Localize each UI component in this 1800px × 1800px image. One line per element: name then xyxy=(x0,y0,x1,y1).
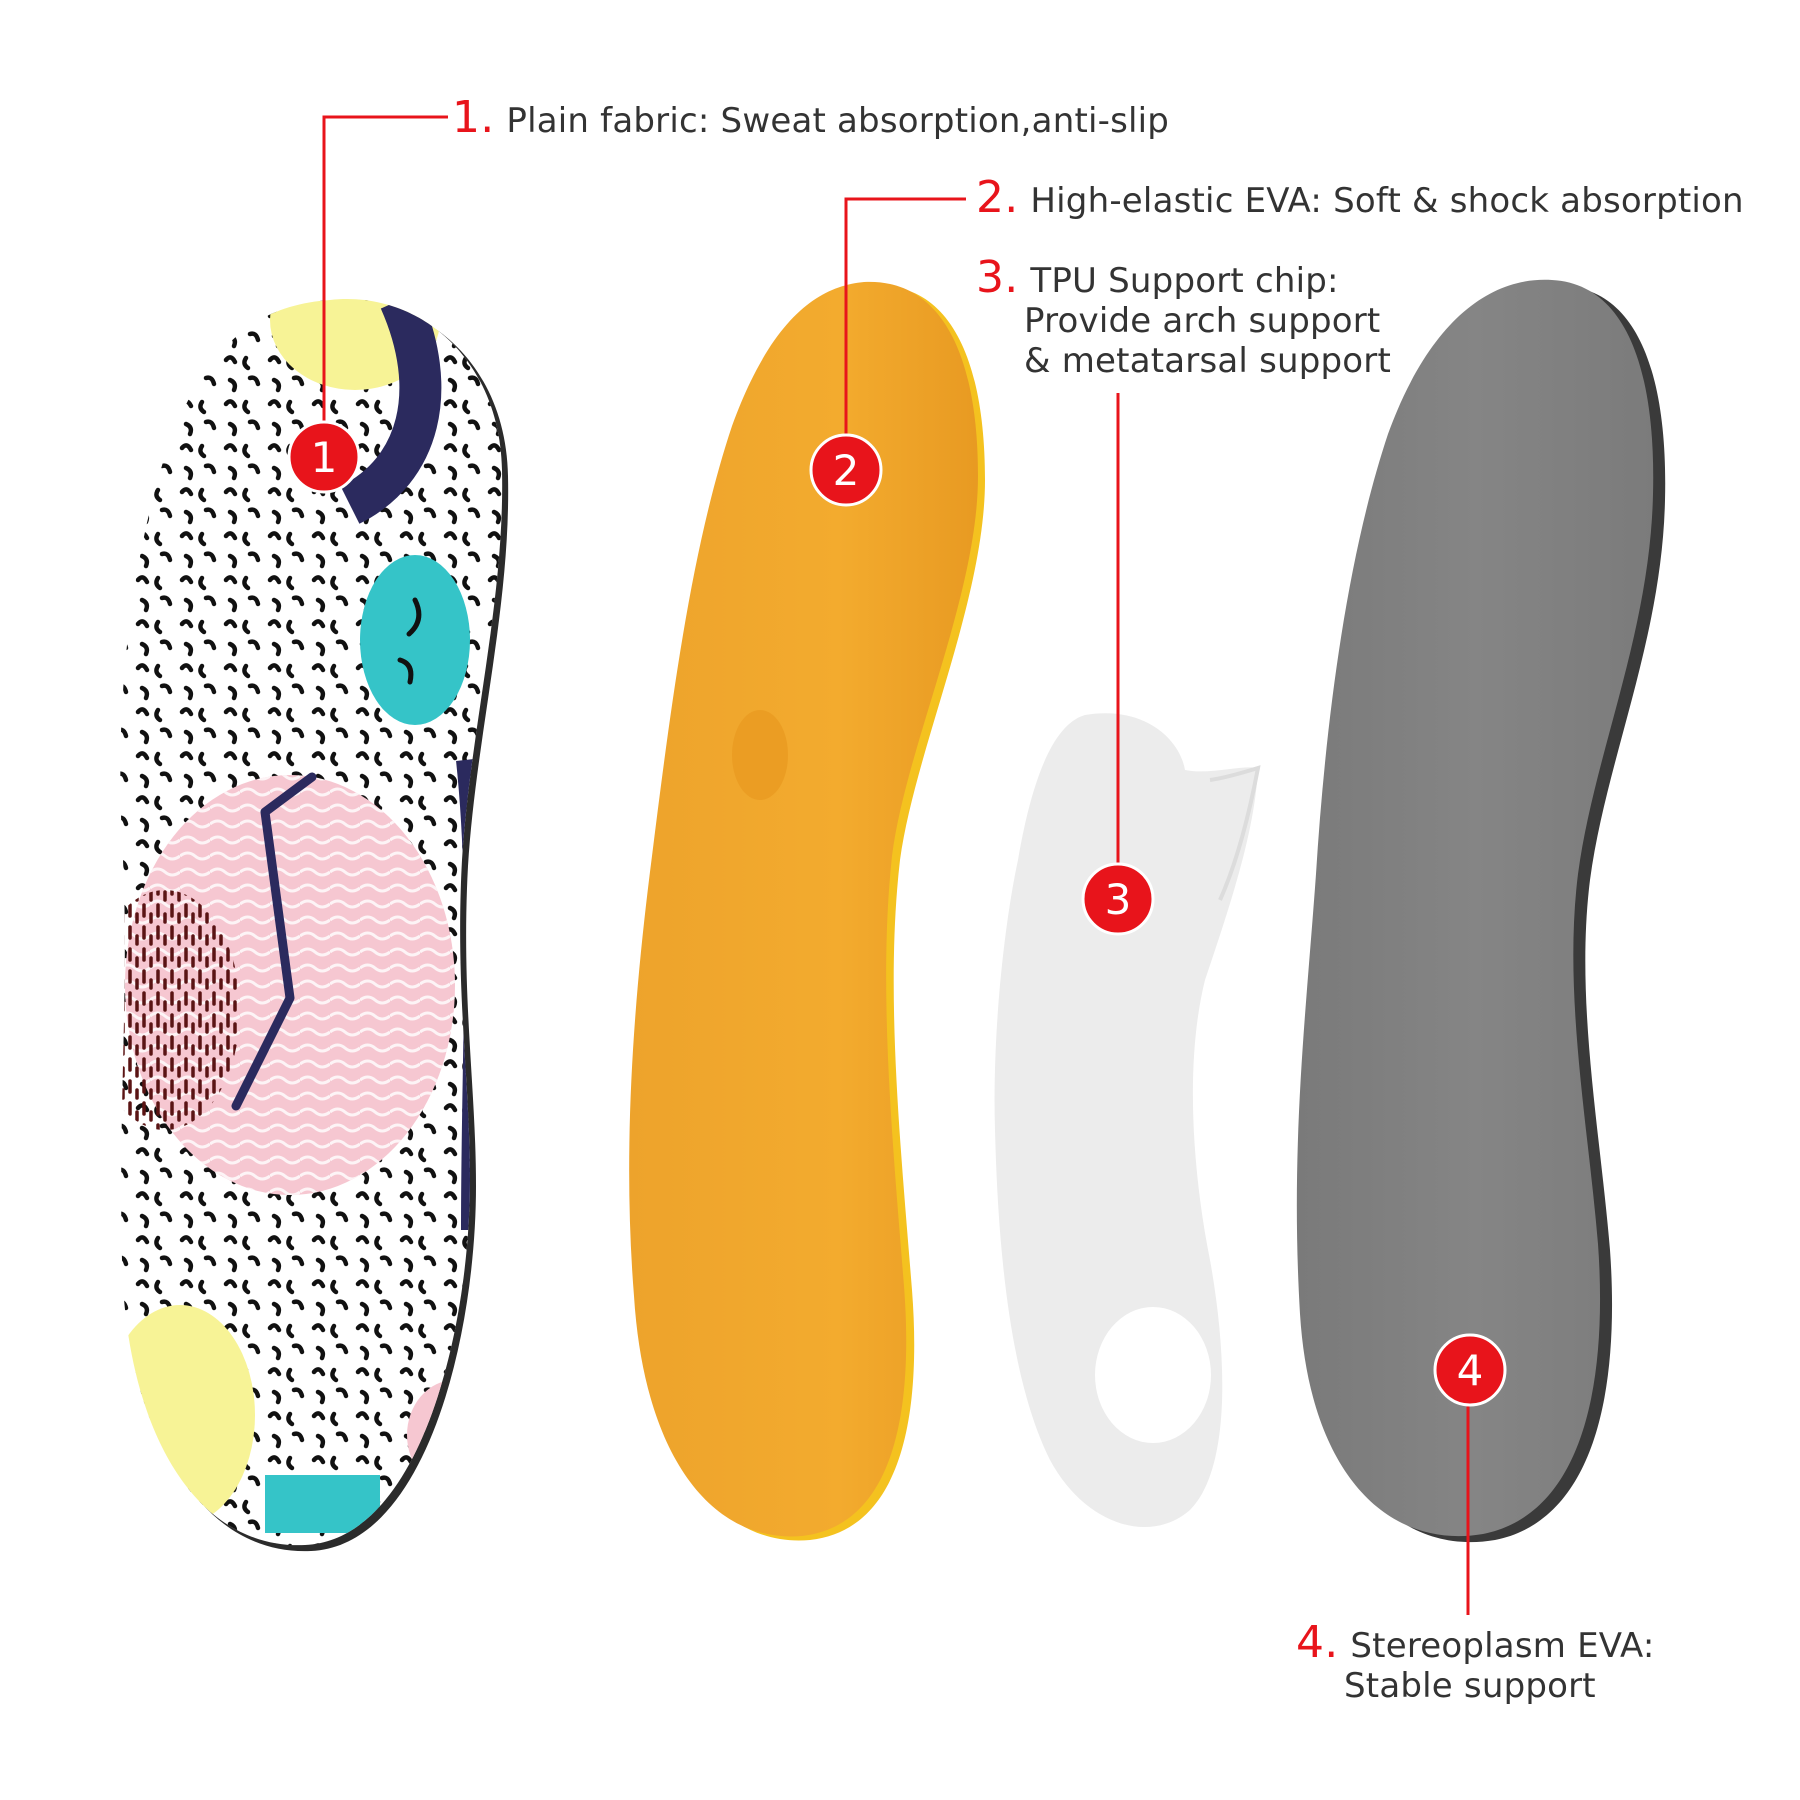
fabric-insole xyxy=(120,299,509,1552)
layer-1-description: Plain fabric: Sweat absorption,anti-slip xyxy=(506,101,1170,141)
leader-line-1 xyxy=(322,115,448,452)
leader-line-2 xyxy=(844,197,966,468)
layer-3-description-line-2: Provide arch support xyxy=(1024,301,1381,341)
eva-insole xyxy=(629,281,985,1541)
layer-2-number: 2. xyxy=(976,172,1019,223)
badge-1-label: 1 xyxy=(311,433,338,482)
layer-4-description-line-2: Stable support xyxy=(1344,1666,1596,1706)
tpu-support-chip xyxy=(994,713,1261,1528)
layer-4-number: 4. xyxy=(1296,1617,1339,1668)
layer-3-description-line-1: TPU Support chip: xyxy=(1030,261,1339,301)
layer-1-label: 1.Plain fabric: Sweat absorption,anti-sl… xyxy=(452,96,1170,142)
layer-2-label: 2.High-elastic EVA: Soft & shock absorpt… xyxy=(976,176,1744,222)
badge-1: 1 xyxy=(287,420,361,494)
badge-2: 2 xyxy=(809,433,883,507)
stereoplasm-eva-insole xyxy=(1296,279,1666,1543)
badge-3: 3 xyxy=(1081,862,1155,936)
layer-4-description-line-1: Stereoplasm EVA: xyxy=(1350,1626,1655,1666)
leader-lines xyxy=(322,115,1470,1615)
badge-4: 4 xyxy=(1433,1333,1507,1407)
layer-3-label: 3.TPU Support chip: Provide arch support… xyxy=(976,256,1392,382)
badge-3-label: 3 xyxy=(1105,875,1132,924)
layer-3-description-line-3: & metatarsal support xyxy=(1024,341,1392,381)
layer-4-label: 4.Stereoplasm EVA: Stable support xyxy=(1296,1621,1655,1707)
layer-2-description: High-elastic EVA: Soft & shock absorptio… xyxy=(1030,181,1744,221)
layer-3-number: 3. xyxy=(976,252,1019,303)
badge-4-label: 4 xyxy=(1457,1346,1484,1395)
layer-1-number: 1. xyxy=(452,92,495,143)
badge-2-label: 2 xyxy=(833,446,860,495)
